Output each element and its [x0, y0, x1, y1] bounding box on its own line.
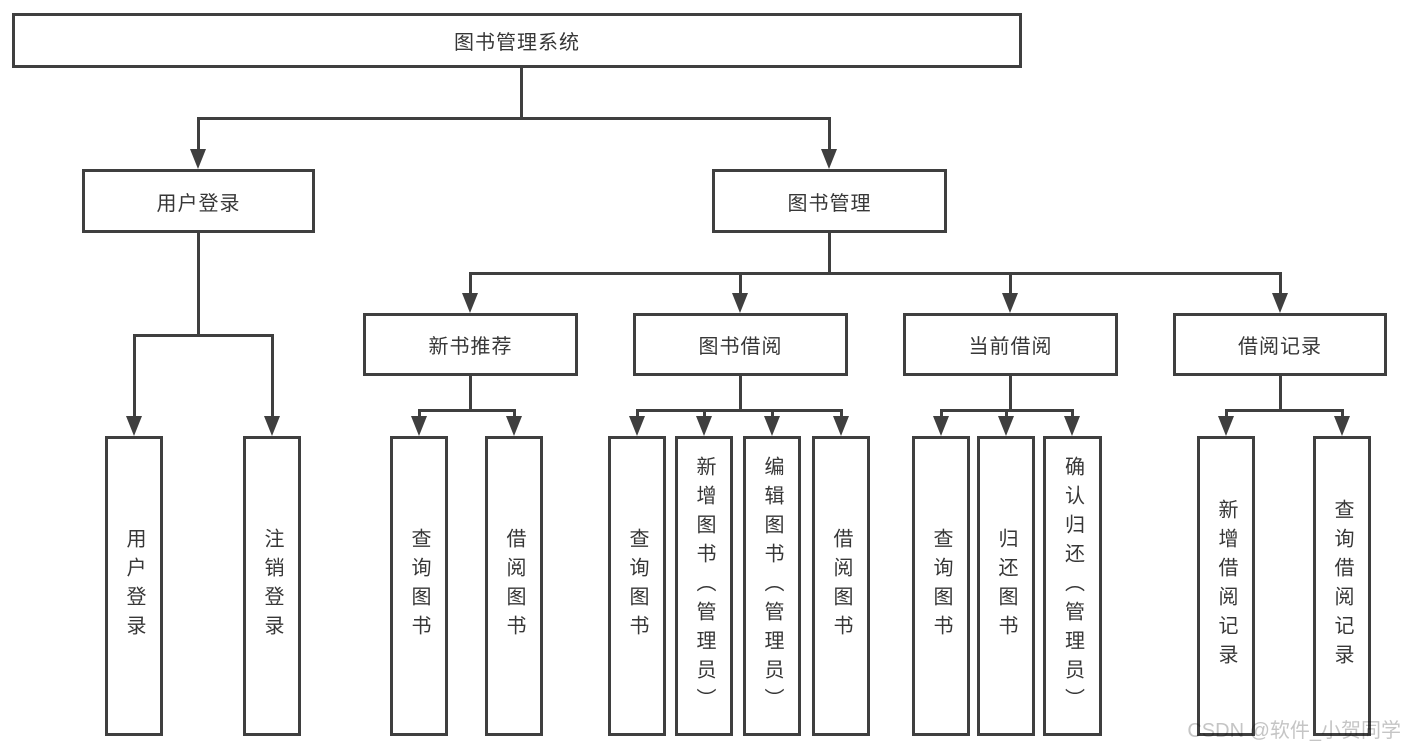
connector-line	[1008, 273, 1012, 297]
leaf-query-book-a: 查询图书	[390, 436, 448, 736]
arrowhead-down-icon	[764, 416, 780, 436]
leaf-query-book-c-label: 查询图书	[930, 528, 952, 644]
leaf-add-record: 新增借阅记录	[1197, 436, 1255, 736]
node-borrow-records: 借阅记录	[1173, 313, 1387, 376]
connector-line	[702, 410, 706, 420]
leaf-confirm-return: 确认归还（管理员）	[1043, 436, 1102, 736]
leaf-confirm-return-label: 确认归还（管理员）	[1061, 455, 1084, 717]
connector-line	[770, 410, 774, 420]
connector-line	[1340, 410, 1344, 420]
arrowhead-down-icon	[506, 416, 522, 436]
arrowhead-down-icon	[998, 416, 1014, 436]
connector-line	[196, 116, 831, 120]
connector-line	[519, 68, 523, 118]
leaf-query-book-c: 查询图书	[912, 436, 970, 736]
leaf-borrow-book-a-label: 借阅图书	[503, 528, 525, 644]
leaf-return-book: 归还图书	[977, 436, 1035, 736]
connector-line	[1004, 410, 1008, 420]
leaf-query-record: 查询借阅记录	[1313, 436, 1371, 736]
connector-line	[1278, 273, 1282, 297]
node-new-book-rec: 新书推荐	[363, 313, 578, 376]
leaf-return-book-label: 归还图书	[995, 528, 1017, 644]
leaf-query-book-a-label: 查询图书	[408, 528, 430, 644]
leaf-add-book-label: 新增图书（管理员）	[693, 455, 715, 717]
connector-line	[635, 410, 639, 420]
arrowhead-down-icon	[821, 149, 837, 169]
arrowhead-down-icon	[1064, 416, 1080, 436]
node-book-mgmt: 图书管理	[712, 169, 947, 233]
node-root-label: 图书管理系统	[454, 32, 580, 54]
connector-line	[196, 118, 200, 153]
arrowhead-down-icon	[1218, 416, 1234, 436]
connector-line	[1224, 410, 1228, 420]
node-book-borrow: 图书借阅	[633, 313, 848, 376]
node-book-borrow-label: 图书借阅	[698, 336, 783, 358]
connector-line	[827, 118, 831, 153]
connector-line	[1224, 408, 1344, 412]
arrowhead-down-icon	[933, 416, 949, 436]
connector-line	[1070, 410, 1074, 420]
leaf-edit-book: 编辑图书（管理员）	[743, 436, 801, 736]
connector-line	[1278, 376, 1282, 410]
arrowhead-down-icon	[1334, 416, 1350, 436]
leaf-borrow-book-b: 借阅图书	[812, 436, 870, 736]
arrowhead-down-icon	[190, 149, 206, 169]
leaf-logout: 注销登录	[243, 436, 301, 736]
arrowhead-down-icon	[411, 416, 427, 436]
connector-line	[417, 410, 421, 420]
node-current-borrow: 当前借阅	[903, 313, 1118, 376]
connector-line	[738, 273, 742, 297]
arrowhead-down-icon	[126, 416, 142, 436]
connector-line	[1008, 376, 1012, 410]
connector-line	[939, 410, 943, 420]
connector-line	[468, 273, 472, 297]
leaf-query-book-b-label: 查询图书	[626, 528, 648, 644]
arrowhead-down-icon	[833, 416, 849, 436]
csdn-watermark: CSDN @软件_小贺同学	[1187, 720, 1401, 742]
connector-line	[468, 376, 472, 410]
arrowhead-down-icon	[264, 416, 280, 436]
leaf-edit-book-label: 编辑图书（管理员）	[761, 455, 783, 717]
arrowhead-down-icon	[1002, 293, 1018, 313]
leaf-user-login: 用户登录	[105, 436, 163, 736]
connector-line	[468, 271, 1282, 275]
node-user-login: 用户登录	[82, 169, 315, 233]
arrowhead-down-icon	[462, 293, 478, 313]
leaf-logout-label: 注销登录	[261, 528, 283, 644]
node-book-mgmt-label: 图书管理	[787, 192, 872, 215]
node-user-login-label: 用户登录	[156, 192, 241, 215]
node-current-borrow-label: 当前借阅	[968, 336, 1053, 358]
connector-line	[738, 376, 742, 410]
connector-line	[512, 410, 516, 420]
leaf-borrow-book-a: 借阅图书	[485, 436, 543, 736]
arrowhead-down-icon	[732, 293, 748, 313]
connector-line	[417, 408, 516, 412]
leaf-borrow-book-b-label: 借阅图书	[830, 528, 852, 644]
connector-line	[196, 233, 200, 335]
connector-line	[132, 333, 274, 337]
leaf-user-login-label: 用户登录	[123, 528, 145, 644]
leaf-query-book-b: 查询图书	[608, 436, 666, 736]
connector-line	[635, 408, 843, 412]
connector-line	[132, 335, 136, 420]
connector-line	[270, 335, 274, 420]
node-root: 图书管理系统	[12, 13, 1022, 68]
arrowhead-down-icon	[629, 416, 645, 436]
arrowhead-down-icon	[696, 416, 712, 436]
connector-line	[827, 233, 831, 273]
arrowhead-down-icon	[1272, 293, 1288, 313]
leaf-query-record-label: 查询借阅记录	[1331, 499, 1353, 673]
connector-line	[839, 410, 843, 420]
node-borrow-records-label: 借阅记录	[1238, 336, 1322, 358]
leaf-add-record-label: 新增借阅记录	[1215, 499, 1237, 673]
leaf-add-book: 新增图书（管理员）	[675, 436, 733, 736]
node-new-book-rec-label: 新书推荐	[428, 336, 513, 358]
